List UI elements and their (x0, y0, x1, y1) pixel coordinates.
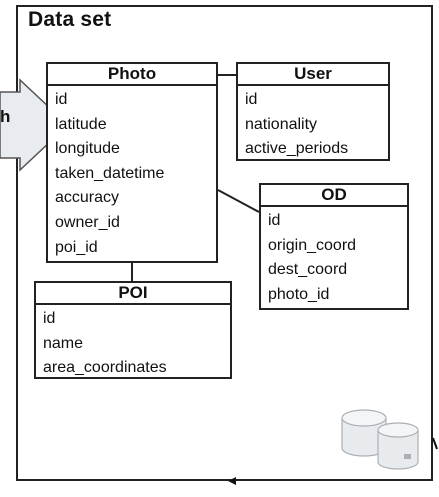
user-table-header: User (238, 64, 388, 86)
od-field-photo-id: photo_id (268, 285, 330, 303)
photo-fields: id latitude longitude taken_datetime acc… (48, 86, 216, 260)
photo-field-taken-datetime: taken_datetime (55, 164, 165, 182)
photo-field-id: id (55, 91, 68, 108)
od-field-id: id (268, 212, 281, 229)
photo-od-connector (217, 189, 260, 213)
poi-field-name: name (43, 334, 84, 352)
poi-field-id: id (43, 310, 56, 327)
od-table: OD id origin_coord dest_coord photo_id (259, 183, 409, 310)
bottom-arrow-marker (228, 477, 236, 485)
poi-table: POI id name area_coordinates (34, 281, 232, 379)
user-field-active-periods: active_periods (245, 140, 349, 158)
photo-table: Photo id latitude longitude taken_dateti… (46, 62, 218, 263)
od-field-origin-coord: origin_coord (268, 236, 357, 254)
input-arrow-shape (0, 78, 70, 172)
photo-field-latitude: latitude (55, 115, 107, 133)
poi-field-area-coordinates: area_coordinates (43, 359, 167, 377)
user-field-nationality: nationality (245, 115, 318, 133)
user-table: User id nationality active_periods (236, 62, 390, 161)
poi-fields: id name area_coordinates (36, 305, 230, 381)
poi-table-header: POI (36, 283, 230, 305)
photo-field-accuracy: accuracy (55, 189, 120, 207)
database-icon (341, 409, 419, 470)
od-table-header: OD (261, 185, 407, 207)
user-field-id: id (245, 91, 258, 108)
photo-field-longitude: longitude (55, 140, 120, 158)
photo-field-poi-id: poi_id (55, 238, 98, 256)
photo-field-owner-id: owner_id (55, 213, 120, 231)
right-edge-marker (432, 437, 438, 450)
od-fields: id origin_coord dest_coord photo_id (261, 207, 407, 307)
user-fields: id nationality active_periods (238, 86, 388, 162)
arrow-label: h (0, 107, 11, 126)
od-field-dest-coord: dest_coord (268, 261, 348, 279)
photo-table-header: Photo (48, 64, 216, 86)
data-set-title: Data set (28, 8, 112, 31)
